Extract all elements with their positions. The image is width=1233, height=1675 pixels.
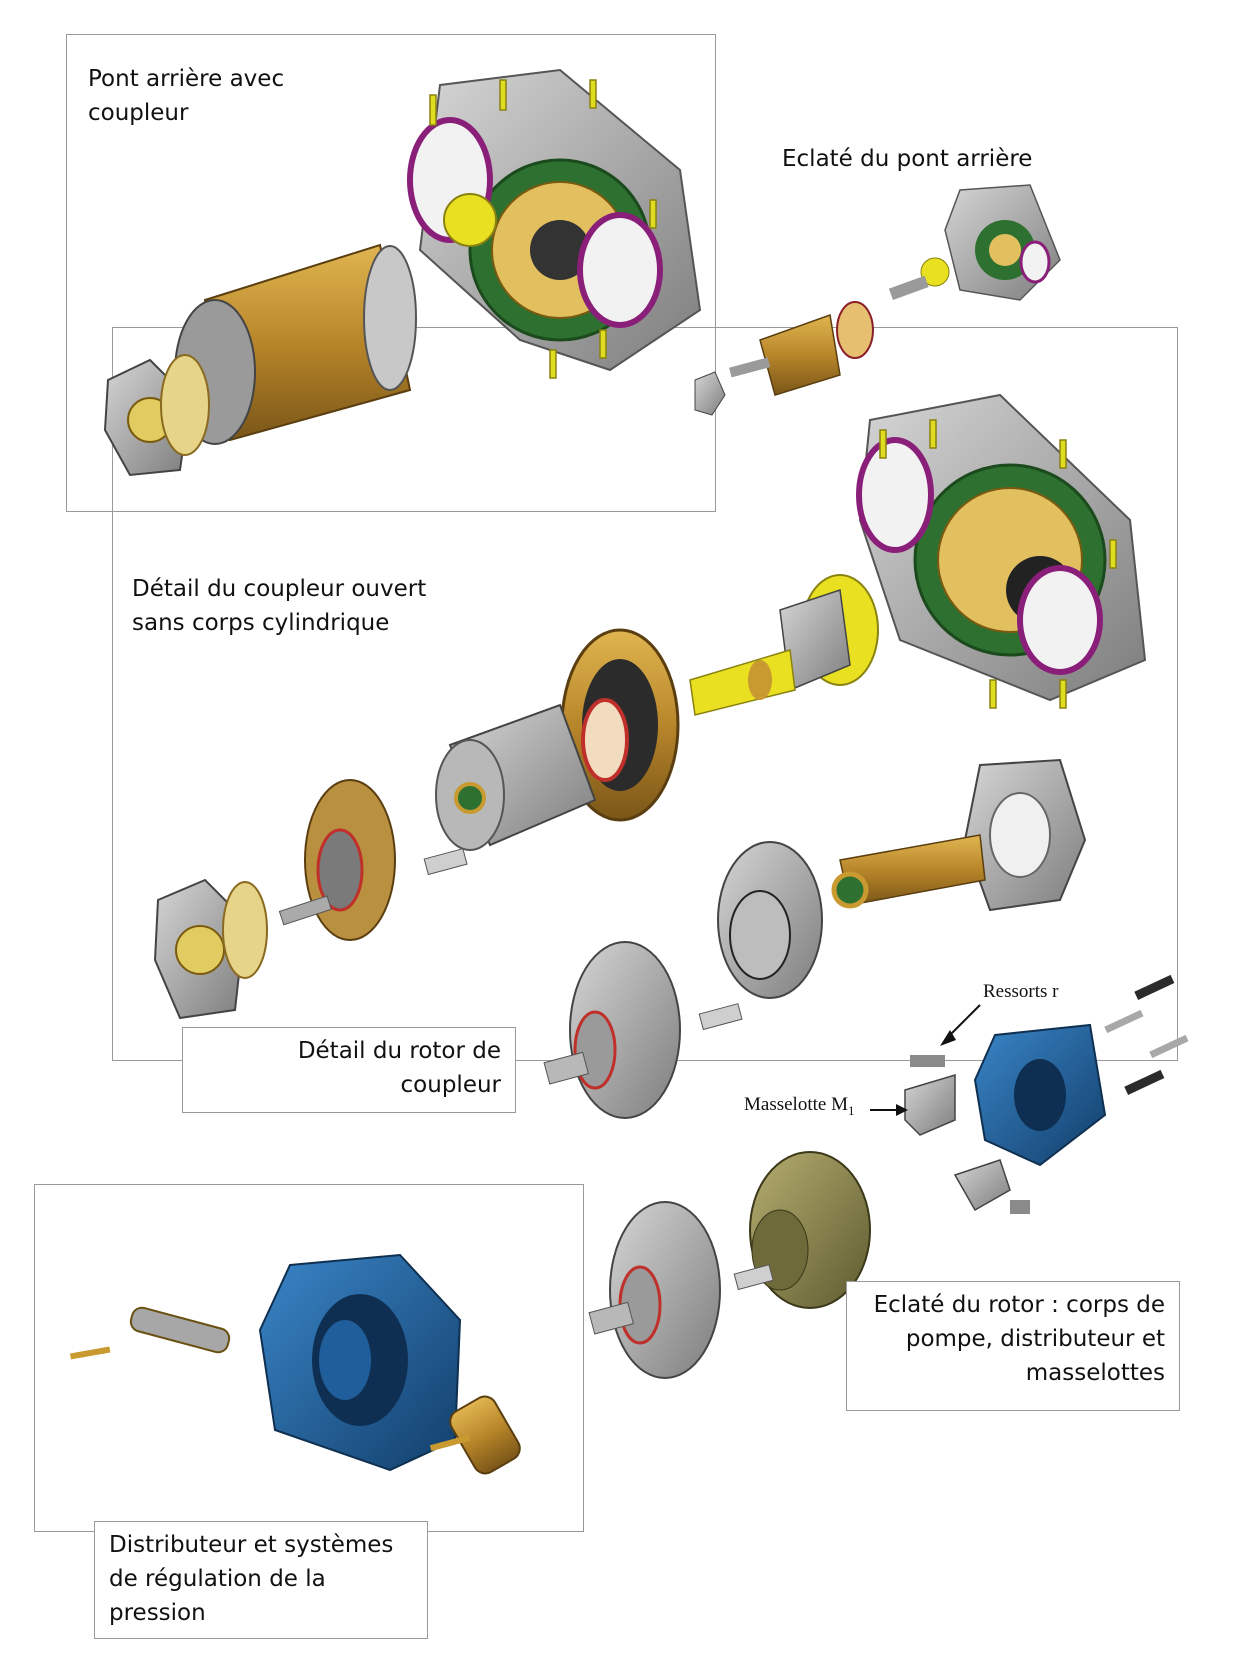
rotor-exploded [588, 974, 1189, 1379]
distributor-assembly [69, 1253, 521, 1475]
label-pont-arriere: Pont arrière avec coupleur [88, 66, 285, 126]
frame-pont-arriere [66, 34, 716, 512]
rear-axle-exploded-small [694, 184, 1061, 416]
rear-axle-assembly [103, 68, 702, 477]
label-detail-rotor: Détail du rotor de coupleur [182, 1027, 516, 1113]
coupler-open-detail [153, 393, 1147, 1020]
label-detail-coupleur: Détail du coupleur ouvert sans corps cyl… [132, 576, 427, 636]
label-masselotte: Masselotte M1 [744, 1094, 854, 1119]
rotor-detail [543, 758, 1087, 1119]
label-distributeur: Distributeur et systèmes de régulation d… [94, 1521, 428, 1639]
label-ressorts: Ressorts r [983, 981, 1059, 1002]
label-eclate-pont: Eclaté du pont arrière [782, 146, 1033, 172]
masselotte-subscript: 1 [847, 1102, 855, 1118]
masselotte-text: Masselotte M [744, 1094, 848, 1115]
label-eclate-rotor: Eclaté du rotor : corps de pompe, distri… [846, 1281, 1180, 1411]
